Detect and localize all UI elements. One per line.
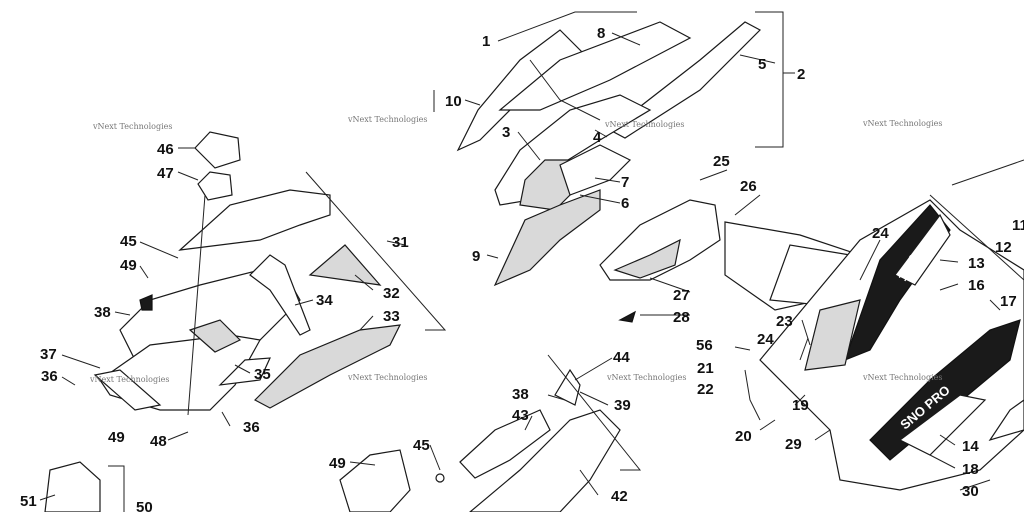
callout-label: 36 [41,368,58,385]
callout-label: 46 [157,141,174,158]
callout-label: 28 [673,309,690,326]
callout-label: 17 [1000,293,1017,310]
callout-label: 24 [872,225,889,242]
callout-label: 27 [673,287,690,304]
callout-label: 42 [611,488,628,505]
watermark-text: vNext Technologies [604,120,684,129]
callout-label: 21 [697,360,714,377]
callout-label: 50 [136,499,153,512]
callout-label: 18 [962,461,979,478]
callout-label: 4 [593,129,602,146]
callout-label: 26 [740,178,757,195]
callout-label: 30 [962,483,979,500]
callout-label: 14 [962,438,979,455]
callout-label: 36 [243,419,260,436]
callout-label: 45 [413,437,430,454]
callout-label: 13 [968,255,985,272]
callout-label: 45 [120,233,137,250]
leader-lines [39,11,1024,512]
callout-label: 31 [392,234,409,251]
hood-part [93,131,402,411]
watermark-text: vNext Technologies [606,373,686,382]
watermark-text: vNext Technologies [347,373,427,382]
callout-label: 10 [445,93,462,110]
callout-label: 1 [482,33,490,50]
callout-label: 3 [502,124,510,141]
callout-label: 37 [40,346,57,363]
callout-label: 48 [150,433,167,450]
callout-label: 5 [758,56,766,73]
watermark-layer: vNext Technologies vNext Technologies vN… [89,115,942,384]
callout-label: 8 [597,25,605,42]
callout-label: 25 [713,153,730,170]
callout-label: 47 [157,165,174,182]
callout-label: 38 [94,304,111,321]
callout-label: 20 [735,428,752,445]
callout-labels: 1 2 3 4 5 6 7 8 9 10 11 12 13 14 16 17 1… [20,25,1024,512]
callout-label: 6 [621,195,629,212]
callout-label: 22 [697,381,714,398]
callout-label: 24 [757,331,774,348]
callout-label: 35 [254,366,271,383]
callout-label: 7 [621,174,629,191]
callout-label: 43 [512,407,529,424]
callout-label: 51 [20,493,37,510]
callout-label: 2 [797,66,805,83]
callout-label: 12 [995,239,1012,256]
callout-label: 34 [316,292,333,309]
callout-label: 56 [696,337,713,354]
watermark-text: vNext Technologies [862,373,942,382]
windshield-part [456,21,761,287]
callout-label: 38 [512,386,529,403]
callout-label: 11 [1012,217,1024,234]
callout-label: 23 [776,313,793,330]
callout-label: 16 [968,277,985,294]
callout-label: 49 [108,429,125,446]
callout-label: 19 [792,397,809,414]
callout-label: 39 [614,397,631,414]
callout-label: 44 [613,349,630,366]
lower-panel-parts [44,368,621,512]
watermark-text: vNext Technologies [862,119,942,128]
callout-label: 9 [472,248,480,265]
watermark-text: vNext Technologies [92,122,172,131]
callout-label: 49 [329,455,346,472]
callout-label: 49 [120,257,137,274]
callout-label: 29 [785,436,802,453]
callout-label: 33 [383,308,400,325]
side-graphic-panel: 1100 SNO PRO [759,199,1024,491]
watermark-text: vNext Technologies [347,115,427,124]
callout-label: 32 [383,285,400,302]
watermark-text: vNext Technologies [89,375,169,384]
